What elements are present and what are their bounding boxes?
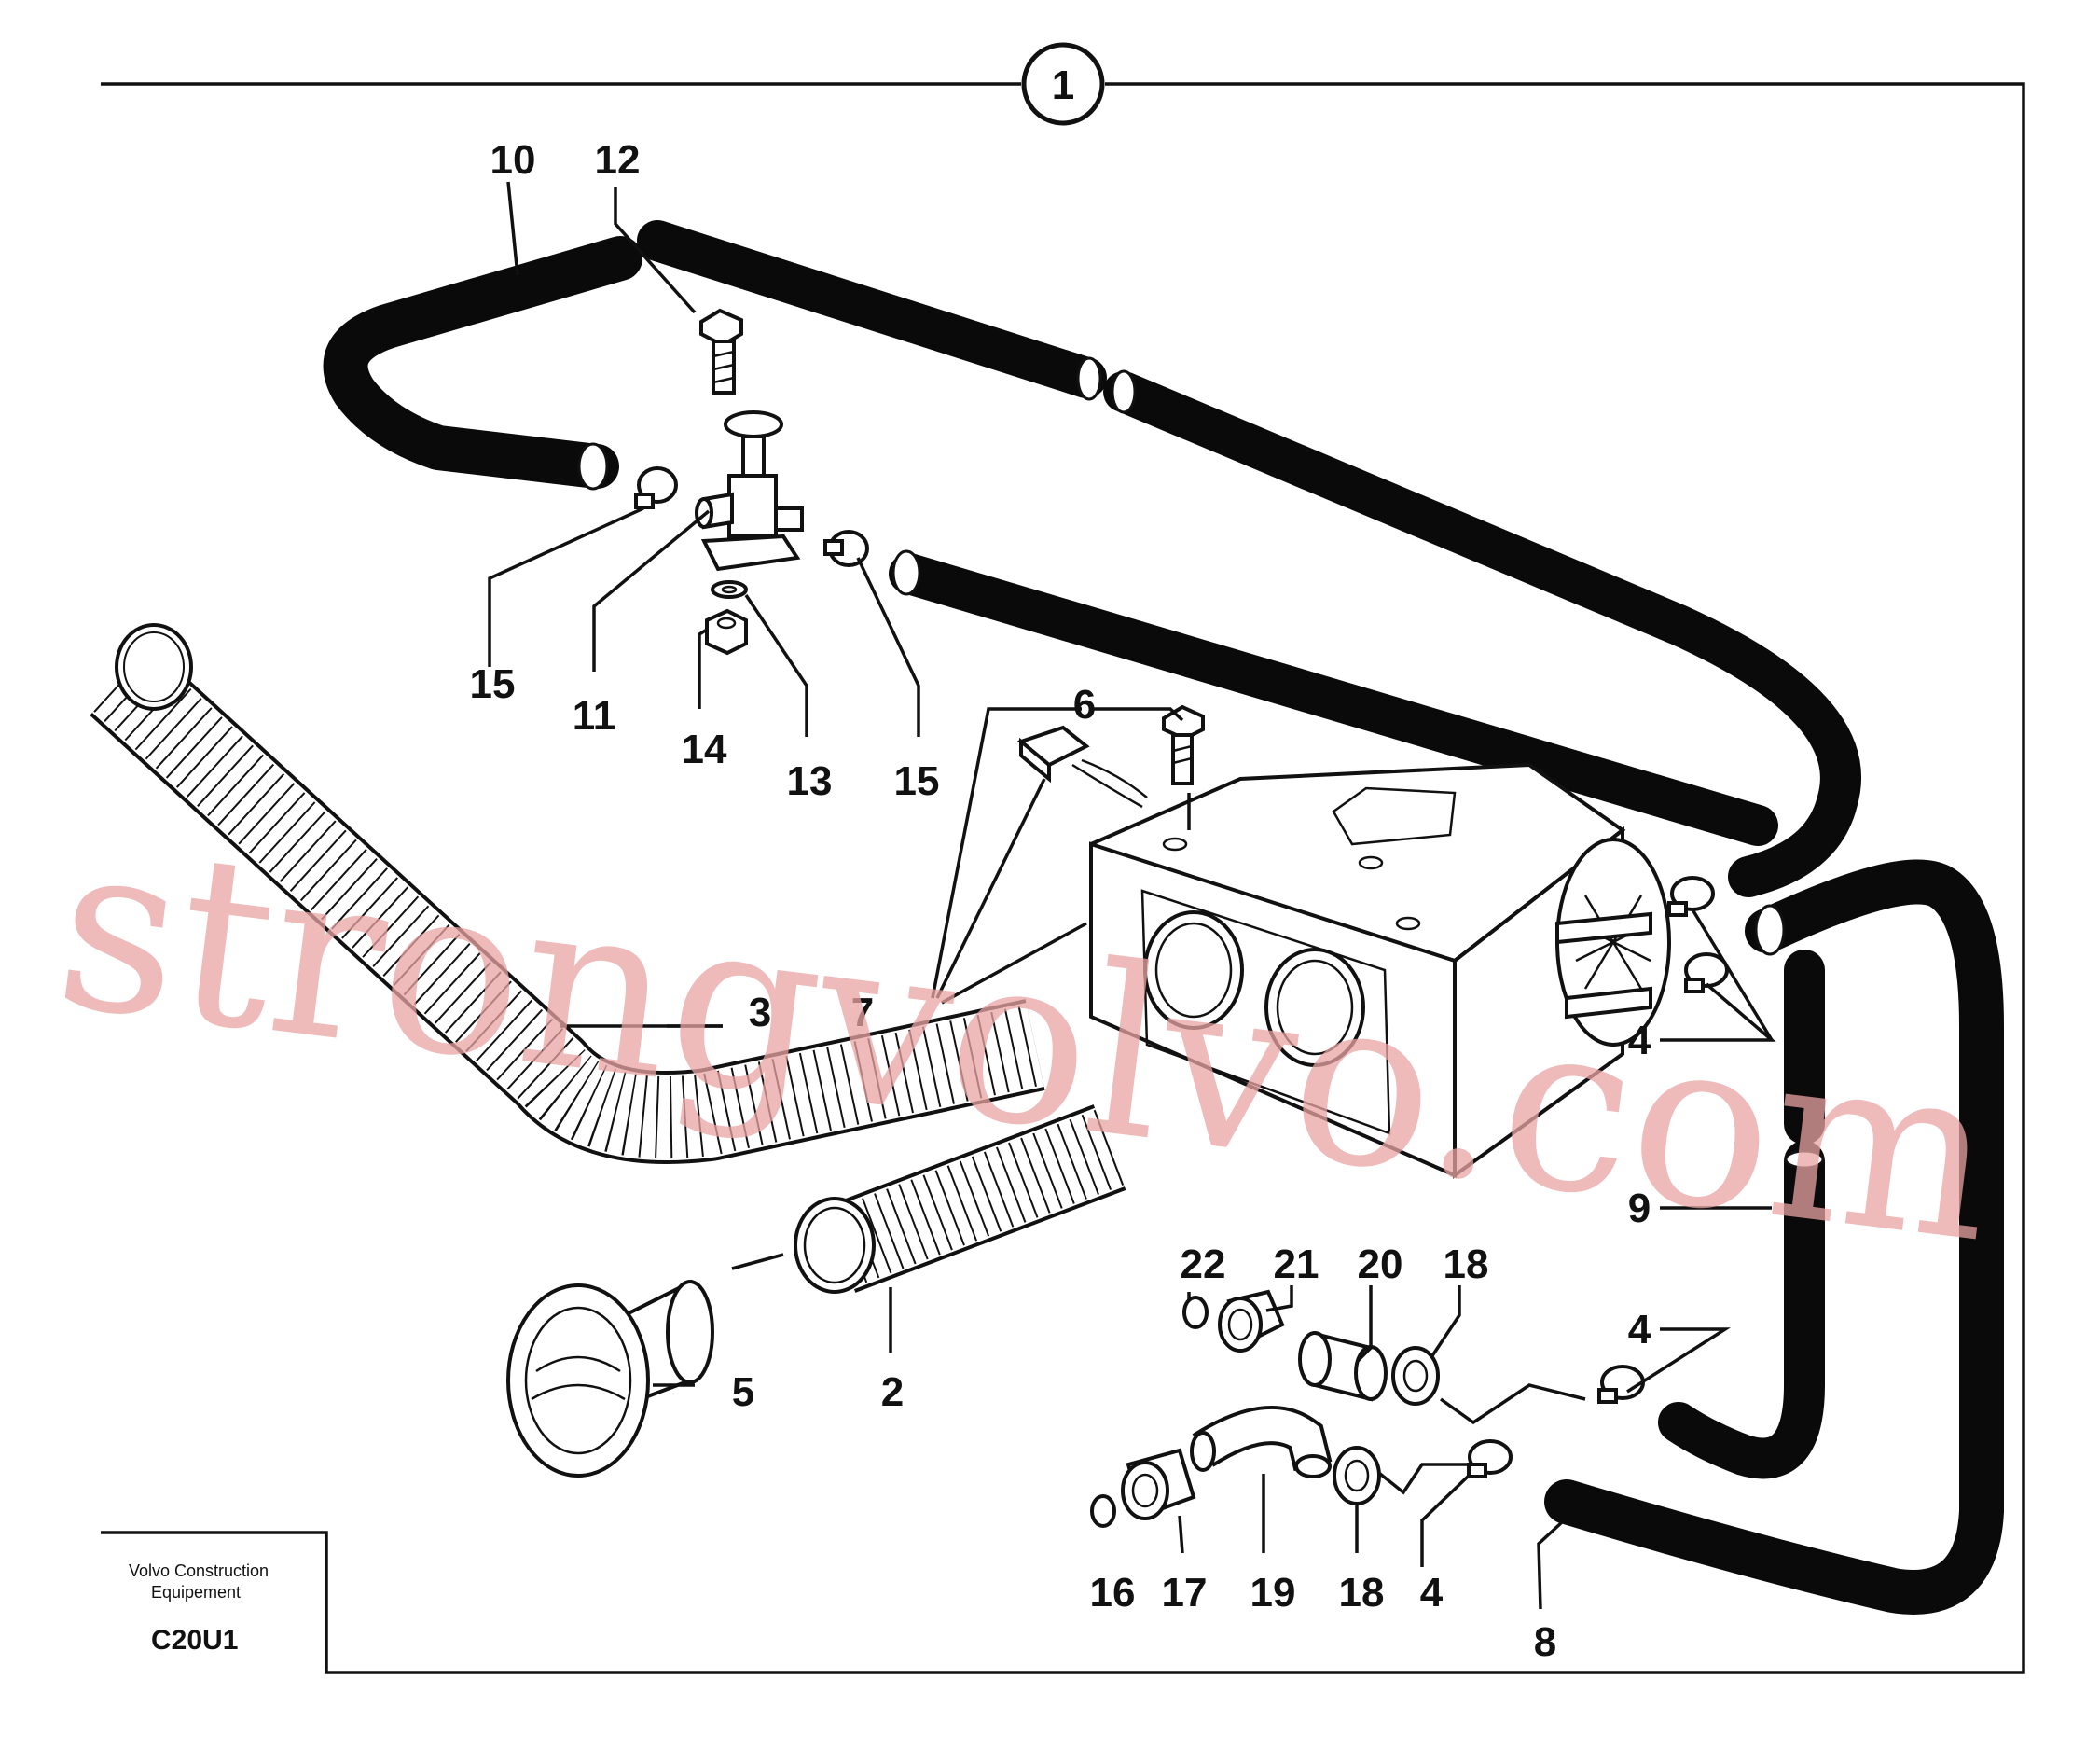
hose-9-lower [1658, 1141, 1825, 1479]
callout-17: 17 [1162, 1570, 1208, 1616]
callout-22: 22 [1181, 1242, 1226, 1287]
callout-15-left: 15 [470, 661, 516, 707]
section-marker-label: 1 [1052, 62, 1074, 108]
leader-lines [488, 181, 1776, 1610]
callout-13: 13 [787, 758, 833, 804]
callout-4-mid: 4 [1628, 1307, 1651, 1353]
washer-16 [1090, 1494, 1116, 1528]
callout-19: 19 [1250, 1570, 1296, 1616]
callout-3: 3 [749, 990, 771, 1035]
bolt-6 [1162, 704, 1205, 785]
hose-top-long [637, 220, 1107, 398]
clamp-4-upper-b [1684, 952, 1729, 993]
valve-11 [695, 410, 804, 572]
title-company-line1: Volvo Construction [129, 1561, 269, 1580]
hose-lower-long [889, 553, 1778, 846]
callout-9: 9 [1628, 1186, 1651, 1231]
washer-13 [711, 580, 748, 599]
bolt-12 [699, 308, 743, 395]
clamp-4-low [1467, 1439, 1513, 1478]
clamp-15-left [634, 466, 678, 509]
callout-10: 10 [490, 137, 536, 183]
elbow-19 [1190, 1406, 1333, 1478]
callout-18-upper: 18 [1444, 1242, 1489, 1287]
fitting-21 [1218, 1289, 1285, 1353]
clamp-15-right [823, 530, 869, 567]
callout-20: 20 [1358, 1242, 1403, 1287]
callout-21: 21 [1274, 1242, 1319, 1287]
connector-7 [1016, 725, 1148, 809]
callout-7: 7 [851, 990, 874, 1035]
title-block: Volvo Construction Equipement C20U1 [129, 1561, 269, 1656]
nut-18-lower [1333, 1446, 1381, 1505]
washer-22 [1182, 1296, 1209, 1329]
duct-3 [90, 623, 1045, 1164]
callout-12: 12 [595, 137, 641, 183]
title-code: C20U1 [151, 1625, 238, 1656]
section-marker: 1 [1021, 42, 1105, 126]
hose-10 [323, 236, 642, 489]
title-company-line2: Equipement [151, 1583, 241, 1602]
hose-right-u [1544, 859, 2004, 1615]
callout-11: 11 [573, 693, 616, 739]
hose-top-right [1103, 371, 1861, 897]
fitting-17 [1121, 1448, 1196, 1520]
callout-6: 6 [1073, 682, 1096, 728]
callout-16: 16 [1090, 1570, 1136, 1616]
nut-18-upper [1391, 1346, 1440, 1406]
callout-18-lower: 18 [1339, 1570, 1385, 1616]
callouts: 10 12 15 11 14 13 15 6 7 3 2 5 4 9 4 22 … [470, 137, 1651, 1665]
diagram-frame [101, 82, 2025, 1674]
heater-unit [1089, 762, 1671, 1179]
nozzle-5 [506, 1279, 714, 1478]
pipe-20 [1298, 1331, 1388, 1402]
nut-14 [705, 608, 748, 656]
callout-5: 5 [732, 1369, 754, 1415]
callout-4-lower: 4 [1420, 1570, 1444, 1616]
callout-2: 2 [881, 1369, 904, 1415]
callout-4-upper: 4 [1628, 1018, 1651, 1063]
duct-2 [794, 1104, 1126, 1294]
clamp-4-upper-a [1667, 876, 1715, 917]
callout-14: 14 [682, 727, 727, 772]
callout-15-right: 15 [894, 758, 940, 804]
callout-8: 8 [1534, 1619, 1556, 1665]
